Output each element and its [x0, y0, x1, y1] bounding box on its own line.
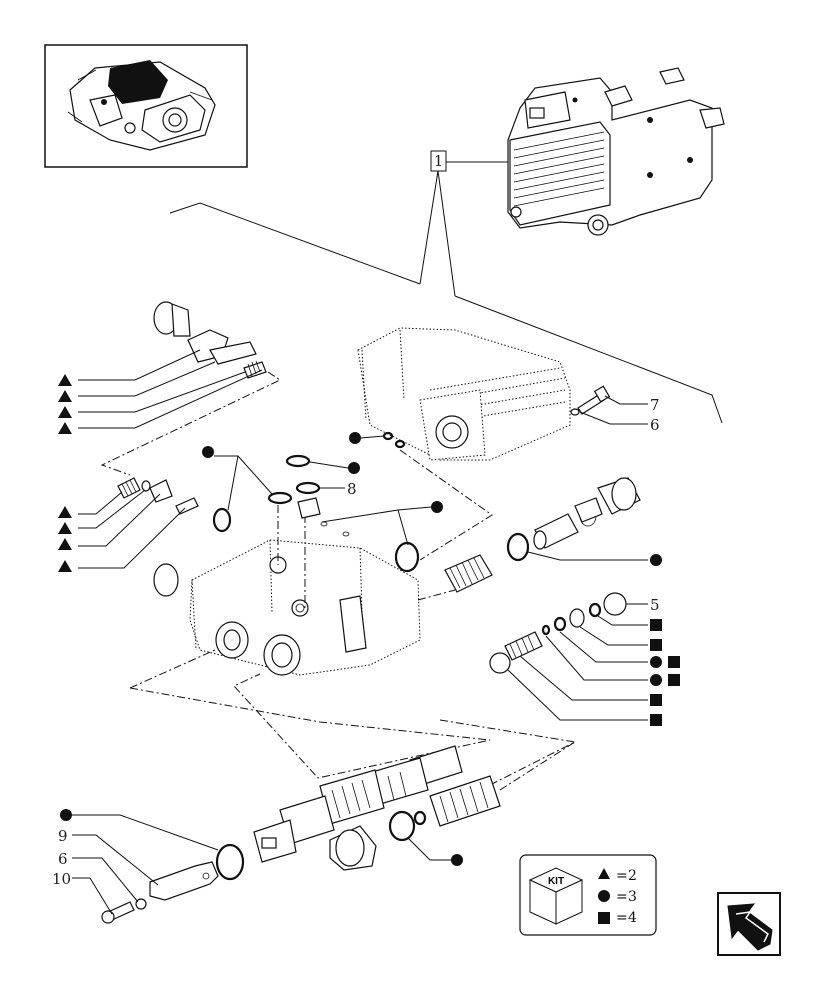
- return-arrow-button[interactable]: [717, 892, 781, 956]
- o-ring-bottom-left: [215, 843, 245, 881]
- top-left-parts: [153, 301, 267, 379]
- o-ring-upper: [285, 454, 311, 468]
- main-valve-body: [153, 539, 421, 676]
- kit-triangle-markers-bottom: [58, 506, 72, 572]
- kit-circle-marker: [650, 554, 662, 566]
- dash-line-lower-a: [129, 649, 491, 779]
- kit-circle-marker: [451, 854, 463, 866]
- valve-cover-dotted: [357, 327, 571, 461]
- triangle-icon: [598, 868, 610, 879]
- reference-box-label: 1: [434, 152, 444, 170]
- lever-9: [149, 861, 219, 901]
- plug-8: [297, 497, 321, 519]
- kit-quantity-circle: 3: [628, 889, 637, 905]
- bolt-10: [101, 901, 135, 924]
- kit-legend: KIT = 2 = 3 = 4: [519, 854, 657, 936]
- thumbnail-assembly-image: [67, 60, 216, 151]
- label-10: 10: [52, 870, 71, 888]
- o-ring-8: [295, 481, 321, 495]
- dash-line-top-group: [100, 371, 282, 476]
- kit-title: KIT: [548, 876, 564, 887]
- washer-6-top: [570, 408, 580, 416]
- poppet-set-5: [489, 592, 627, 674]
- kit-circle-marker: [60, 809, 72, 821]
- reference-leader-right: [437, 170, 456, 297]
- label-6-bottom: 6: [58, 850, 68, 868]
- kit-equals-square: =: [616, 910, 628, 926]
- kit-quantity-triangle: 2: [628, 868, 637, 884]
- kit-circle-marker: [431, 501, 443, 513]
- left-spring-parts: [117, 477, 199, 515]
- dash-line-cover: [399, 449, 493, 561]
- reference-box[interactable]: 1: [430, 150, 447, 172]
- label-7: 7: [650, 396, 660, 414]
- locator-thumbnail[interactable]: [44, 44, 248, 168]
- label-8: 8: [347, 480, 357, 498]
- kit-equals-circle: =: [616, 889, 628, 905]
- o-ring-small-b: [394, 439, 406, 449]
- circle-icon: [598, 890, 610, 902]
- kit-circle-marker: [349, 432, 361, 444]
- relief-valve-parts: [444, 477, 641, 593]
- square-icon: [598, 912, 610, 924]
- o-ring-right: [394, 541, 420, 573]
- kit-equals-triangle: =: [616, 868, 628, 884]
- bolt-7: [577, 385, 611, 415]
- kit-square-markers: [650, 619, 680, 726]
- section-frame-line-right: [454, 295, 723, 424]
- valve-assembly-overview: [507, 67, 725, 236]
- dash-line-spool: [499, 741, 576, 791]
- section-frame-line-left: [169, 202, 421, 285]
- label-5: 5: [650, 596, 660, 614]
- kit-cube-icon: KIT: [528, 867, 584, 925]
- return-arrow-icon: [727, 903, 773, 951]
- kit-circle-marker: [202, 446, 214, 458]
- o-ring-left: [212, 507, 232, 533]
- o-ring-middle: [267, 491, 293, 505]
- kit-triangle-markers-top: [58, 374, 72, 434]
- washer-6-bottom: [135, 898, 147, 910]
- label-9: 9: [58, 827, 68, 845]
- label-6-top: 6: [650, 416, 660, 434]
- kit-circle-marker: [348, 462, 360, 474]
- spool-assembly: [253, 745, 501, 871]
- o-ring-small-a: [382, 431, 394, 441]
- reference-leader-left: [419, 170, 439, 285]
- kit-quantity-square: 4: [628, 910, 637, 926]
